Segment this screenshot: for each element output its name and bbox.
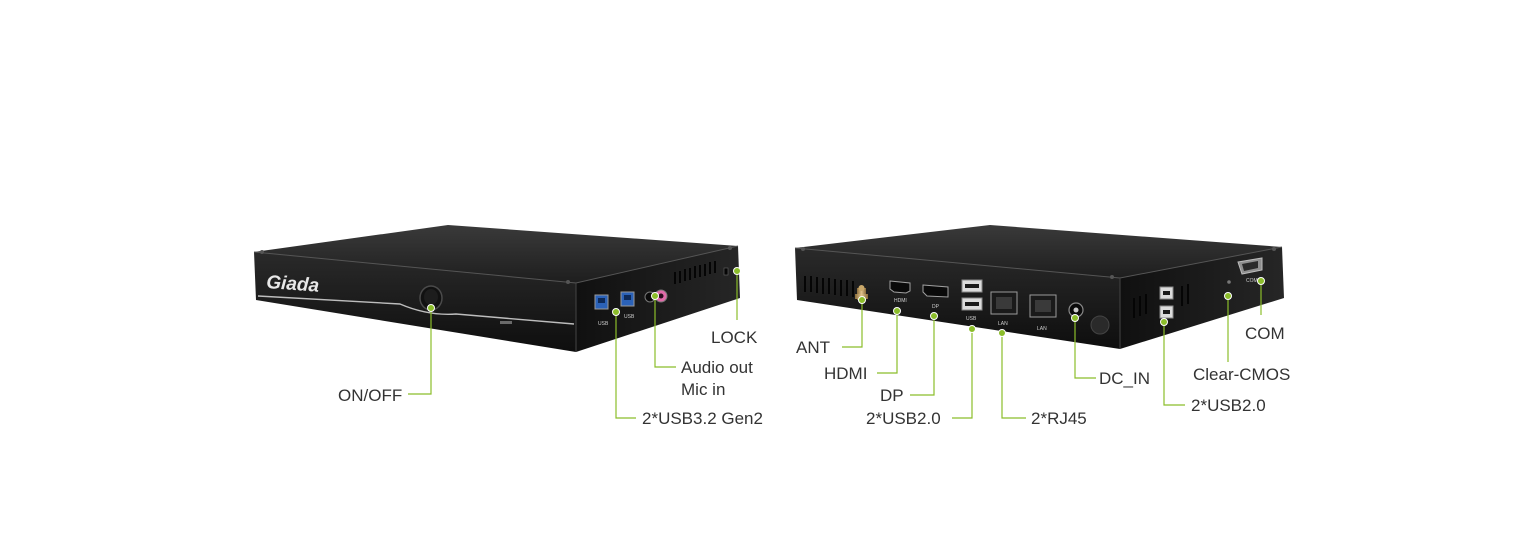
rear-unit: HDMI DP USB LAN LAN xyxy=(794,225,1284,349)
label-ant: ANT xyxy=(796,338,830,357)
lan-port-mark-1: LAN xyxy=(998,321,1008,327)
label-audio-out: Audio out xyxy=(681,358,753,377)
label-lock: LOCK xyxy=(711,328,758,347)
usb2-side-ports xyxy=(1159,286,1174,319)
label-mic-in: Mic in xyxy=(681,380,725,399)
label-rj45: 2*RJ45 xyxy=(1031,409,1087,428)
label-usb32: 2*USB3.2 Gen2 xyxy=(642,409,763,428)
front-vent-slots xyxy=(674,261,716,284)
label-on-off: ON/OFF xyxy=(338,386,402,405)
front-unit: Giada USB USB xyxy=(253,225,740,352)
label-usb20-rear: 2*USB2.0 xyxy=(866,409,941,428)
usb3-port-left xyxy=(594,294,609,310)
usb-rear-port-mark: USB xyxy=(966,316,977,322)
side-vent-slots xyxy=(1133,284,1189,318)
front-unit-top-panel xyxy=(254,225,738,283)
brand-logo: Giada xyxy=(266,272,321,297)
hdmi-port-mark: HDMI xyxy=(894,298,907,304)
usb-port-mark-right: USB xyxy=(624,314,635,320)
front-decor-line xyxy=(257,295,575,325)
dp-port-mark: DP xyxy=(932,304,940,310)
mic-in-jack xyxy=(654,289,668,303)
rear-unit-top-panel xyxy=(795,225,1282,278)
lan-port-mark-2: LAN xyxy=(1037,326,1047,332)
usb2-rear-ports xyxy=(961,279,983,311)
rear-unit-rear-face xyxy=(795,248,1120,349)
label-clear-cmos: Clear-CMOS xyxy=(1193,365,1290,384)
com-port-mark: COM xyxy=(1246,278,1258,284)
lan-port-2 xyxy=(1029,294,1057,318)
usb-port-mark-left: USB xyxy=(598,321,609,327)
label-dp: DP xyxy=(880,386,904,405)
front-unit-front-face xyxy=(254,252,576,352)
callout-labels: LOCK Audio out Mic in ON/OFF 2*USB3.2 Ge… xyxy=(338,324,1290,428)
label-hdmi: HDMI xyxy=(824,364,867,383)
callout-dots xyxy=(427,267,1265,337)
lan-port-1 xyxy=(990,291,1018,315)
usb3-port-right xyxy=(620,291,635,307)
label-usb20-side: 2*USB2.0 xyxy=(1191,396,1266,415)
com-port xyxy=(1237,257,1263,275)
label-dc-in: DC_IN xyxy=(1099,369,1150,388)
hdmi-port xyxy=(889,280,911,294)
rear-power-button xyxy=(1090,315,1110,335)
dp-port xyxy=(922,284,949,298)
clear-cmos-pinhole xyxy=(1227,280,1231,284)
kensington-lock-slot xyxy=(723,267,729,276)
front-led-slot xyxy=(500,321,512,324)
callout-leaders xyxy=(408,271,1262,419)
rear-vent-slots xyxy=(804,276,854,297)
label-com: COM xyxy=(1245,324,1285,343)
